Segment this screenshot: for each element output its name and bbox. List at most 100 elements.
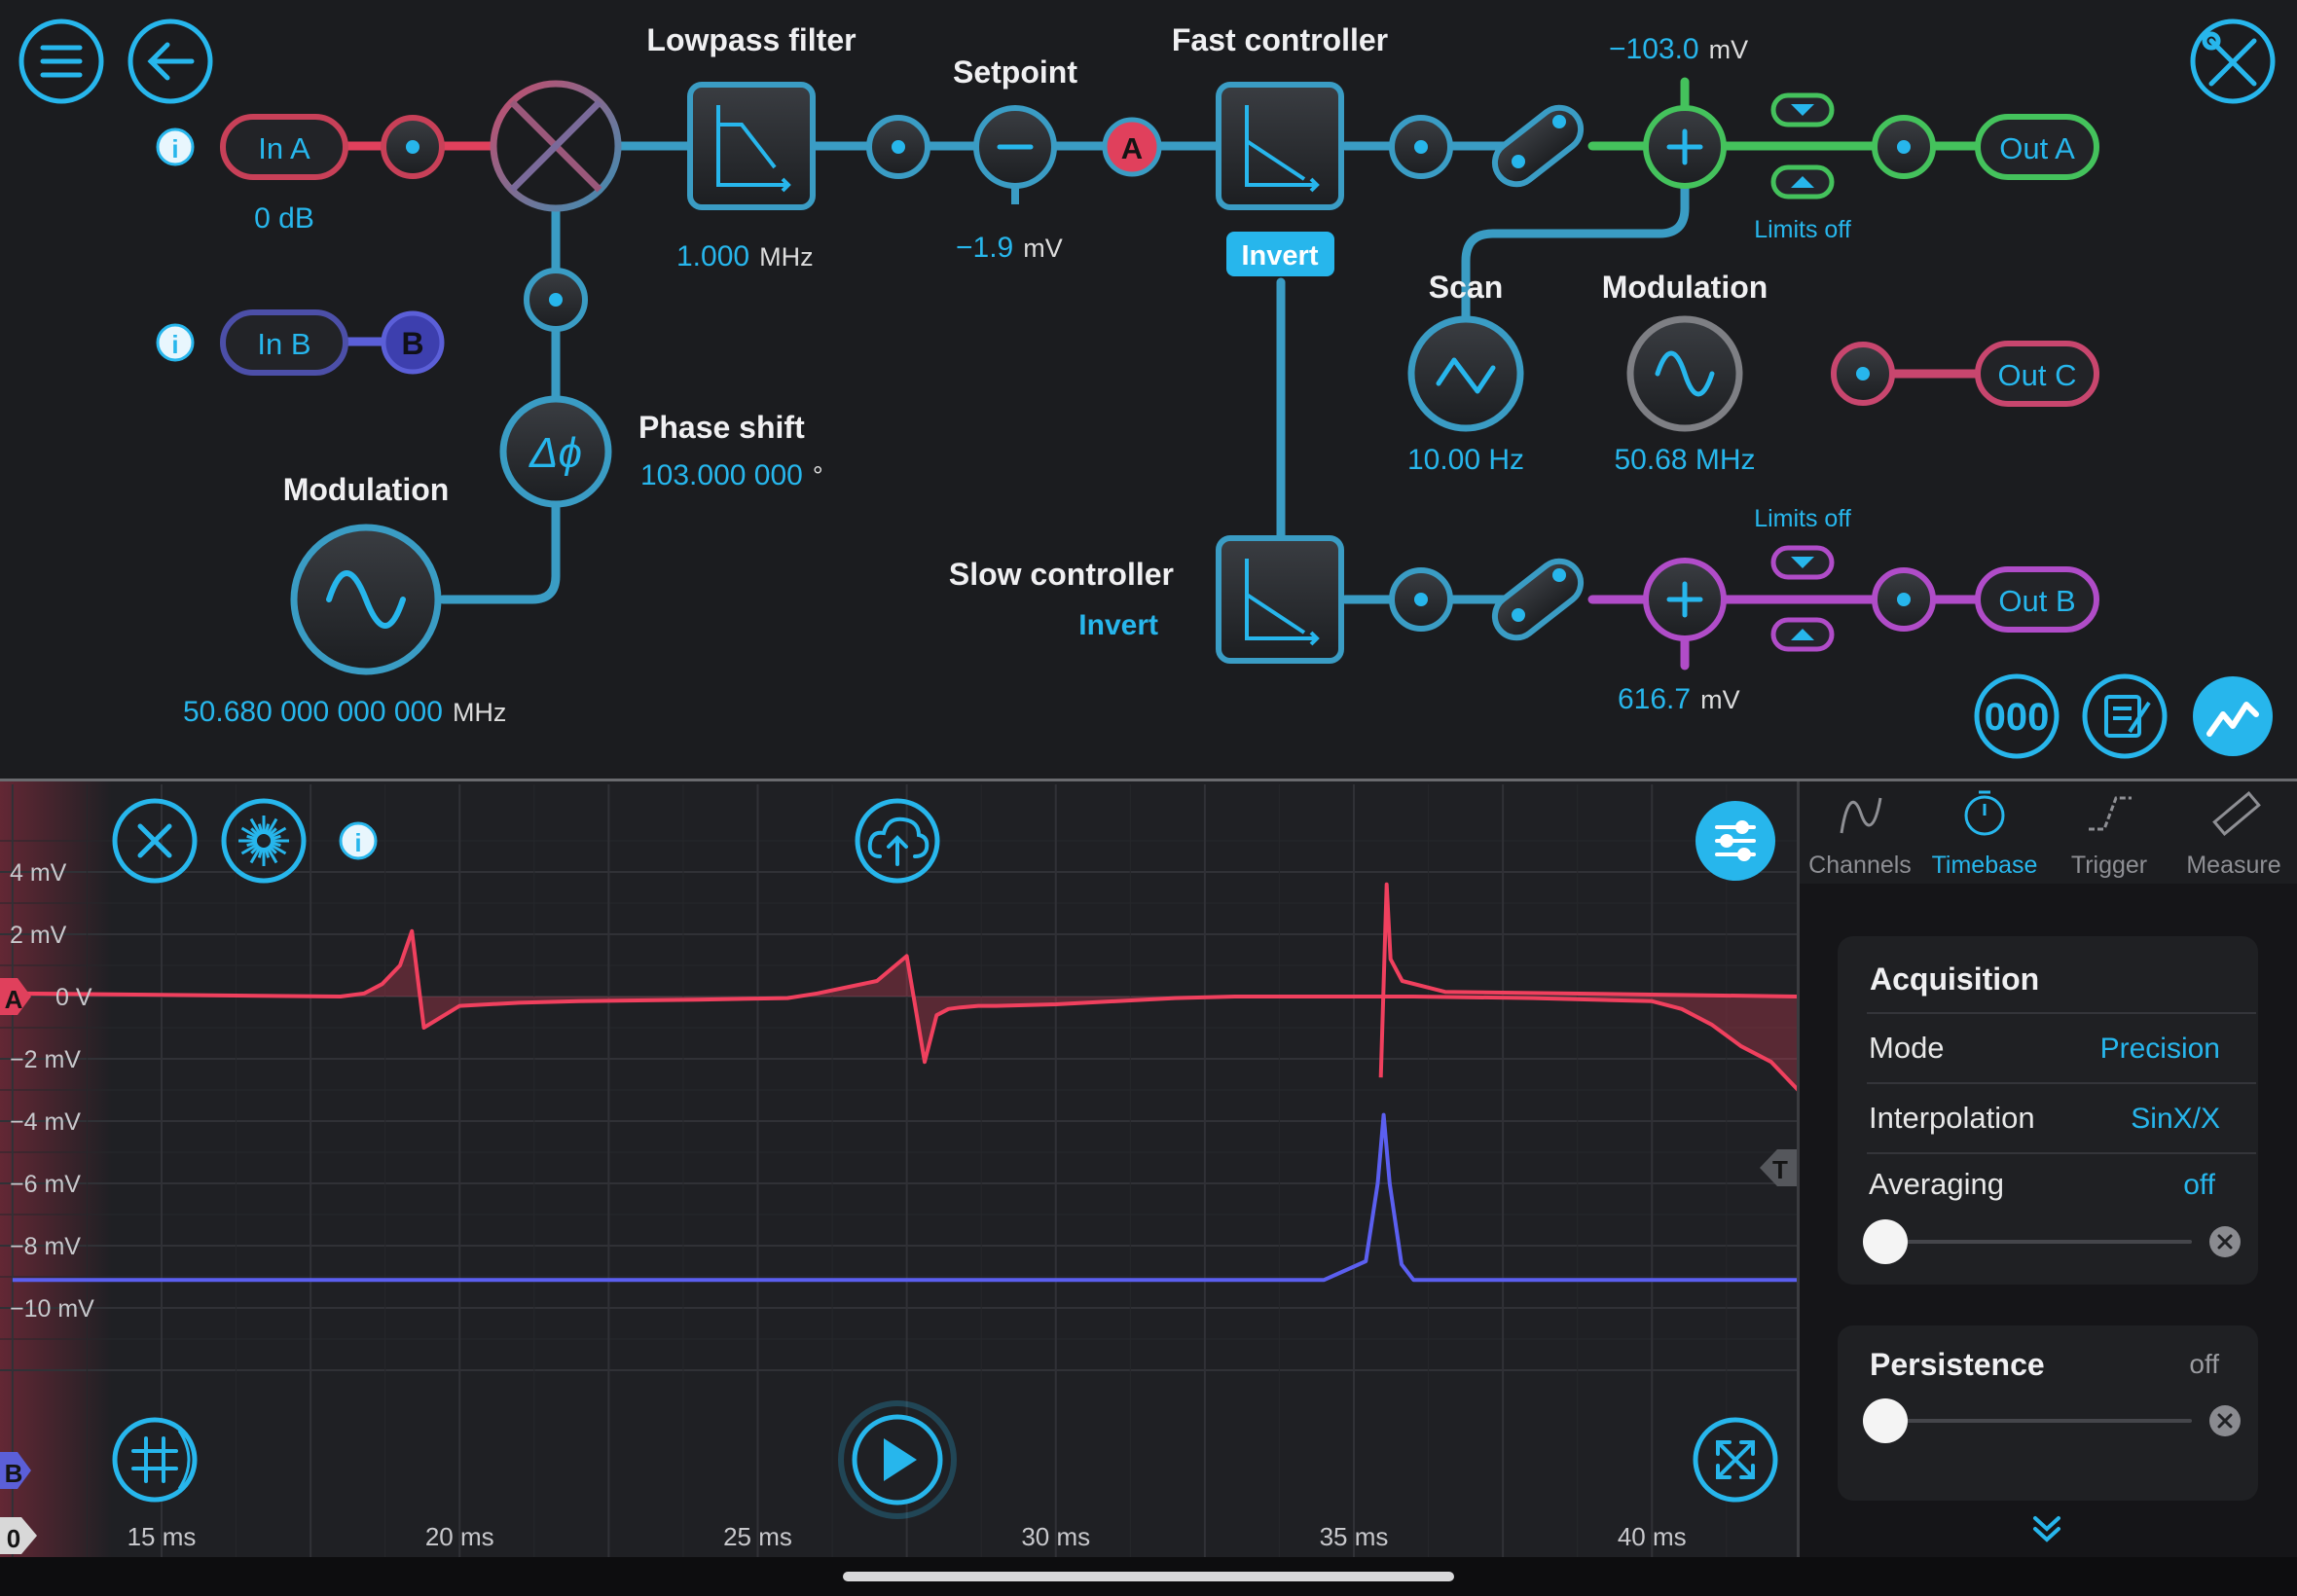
trigger-level-marker[interactable]: T bbox=[1760, 1149, 1797, 1186]
out-b-limits-label[interactable]: Limits off bbox=[1754, 505, 1851, 532]
expand-arrows-icon bbox=[1716, 1440, 1755, 1479]
modulation-c-value[interactable]: 50.68 MHz bbox=[1614, 444, 1755, 476]
channels-bank-button[interactable]: 000 bbox=[1974, 673, 2060, 759]
back-button[interactable] bbox=[128, 18, 213, 104]
svg-text:0: 0 bbox=[7, 1524, 20, 1553]
info-in-b-button[interactable]: i bbox=[156, 323, 195, 362]
out-b-node[interactable] bbox=[1872, 567, 1936, 632]
fast-invert-button[interactable]: Invert bbox=[1226, 232, 1334, 276]
svg-text:Timebase: Timebase bbox=[1932, 852, 2038, 879]
y-axis-ticks: 4 mV2 mV0 V−2 mV−4 mV−6 mV−8 mV−10 mV bbox=[10, 859, 94, 1323]
tools-button[interactable] bbox=[2190, 18, 2276, 104]
out-a-limits-label[interactable]: Limits off bbox=[1754, 216, 1851, 243]
channel-a-area bbox=[12, 930, 1797, 1089]
out-b-sum-block[interactable] bbox=[1643, 558, 1727, 641]
slow-switch[interactable] bbox=[1486, 553, 1589, 646]
fast-switch[interactable] bbox=[1486, 99, 1589, 193]
channel-a-trace bbox=[12, 928, 1797, 1092]
scope-settings-button[interactable] bbox=[1695, 801, 1775, 881]
svg-text:Out B: Out B bbox=[1998, 584, 2075, 618]
play-icon bbox=[884, 1438, 917, 1481]
home-indicator[interactable] bbox=[843, 1572, 1454, 1581]
in-a-node[interactable] bbox=[381, 115, 445, 179]
mixer-node[interactable] bbox=[524, 268, 588, 332]
slow-invert-toggle[interactable]: Invert bbox=[1078, 609, 1158, 641]
double-chevron-down-icon bbox=[2033, 1516, 2060, 1542]
clear-scope-button[interactable] bbox=[112, 798, 198, 884]
cursor-grid-button[interactable] bbox=[112, 1417, 198, 1503]
persistence-value[interactable]: off bbox=[2189, 1349, 2219, 1379]
scan-value[interactable]: 10.00 Hz bbox=[1407, 444, 1524, 476]
in-b-port[interactable]: In B bbox=[220, 309, 348, 376]
info-icon: i bbox=[354, 828, 361, 857]
out-a-node[interactable] bbox=[1872, 115, 1936, 179]
zero-marker[interactable]: 0 bbox=[0, 1517, 37, 1554]
out-c-node[interactable] bbox=[1831, 342, 1895, 406]
more-settings-button[interactable] bbox=[2033, 1516, 2060, 1542]
phase-shift-block[interactable]: Δϕ bbox=[499, 395, 612, 508]
scope-info-button[interactable]: i bbox=[339, 821, 378, 860]
modulation-a-title: Modulation bbox=[283, 472, 450, 507]
persistence-slider[interactable] bbox=[1863, 1398, 2192, 1443]
modulation-c-block[interactable] bbox=[1626, 315, 1743, 432]
svg-text:Out C: Out C bbox=[1998, 358, 2077, 392]
tab-measure[interactable]: Measure bbox=[2186, 790, 2281, 879]
averaging-slider[interactable] bbox=[1863, 1219, 2192, 1264]
svg-text:B: B bbox=[401, 326, 423, 361]
out-a-port[interactable]: Out A bbox=[1975, 114, 2099, 180]
out-b-limit-upper[interactable] bbox=[1770, 545, 1835, 580]
lowpass-filter-block[interactable] bbox=[687, 82, 816, 210]
out-c-port[interactable]: Out C bbox=[1975, 341, 2099, 407]
averaging-reset-button[interactable] bbox=[2209, 1226, 2241, 1257]
hamburger-menu-icon bbox=[40, 45, 83, 78]
channel-a-marker[interactable]: A bbox=[0, 978, 31, 1015]
tab-trigger[interactable]: Trigger bbox=[2071, 796, 2147, 879]
fast-controller-block[interactable] bbox=[1216, 82, 1344, 210]
channel-b-marker[interactable]: B bbox=[0, 1452, 31, 1489]
averaging-value[interactable]: off bbox=[2183, 1169, 2215, 1201]
interpolation-value[interactable]: SinX/X bbox=[2131, 1103, 2220, 1135]
tab-timebase[interactable]: Timebase bbox=[1932, 790, 2038, 879]
y-tick-label: −2 mV bbox=[10, 1046, 81, 1073]
persistence-reset-button[interactable] bbox=[2209, 1405, 2241, 1436]
fullscreen-button[interactable] bbox=[1693, 1417, 1778, 1503]
out-a-limit-upper[interactable] bbox=[1770, 92, 1835, 127]
y-tick-label: −4 mV bbox=[10, 1108, 81, 1136]
notes-button[interactable] bbox=[2082, 673, 2168, 759]
play-button[interactable] bbox=[838, 1400, 957, 1519]
mode-value[interactable]: Precision bbox=[2100, 1033, 2220, 1065]
in-a-gain[interactable]: 0 dB bbox=[254, 202, 314, 235]
y-tick-label: 0 V bbox=[55, 984, 92, 1011]
svg-text:T: T bbox=[1772, 1155, 1788, 1184]
out-a-limit-lower[interactable] bbox=[1770, 164, 1835, 200]
svg-text:Out A: Out A bbox=[1999, 131, 2075, 165]
lowpass-node[interactable] bbox=[866, 115, 930, 179]
in-a-port[interactable]: In A bbox=[220, 114, 348, 180]
info-in-a-button[interactable]: i bbox=[156, 127, 195, 166]
out-b-limit-lower[interactable] bbox=[1770, 617, 1835, 652]
slow-out-node[interactable] bbox=[1389, 567, 1453, 632]
modulation-a-block[interactable] bbox=[290, 524, 442, 675]
fast-out-node[interactable] bbox=[1389, 115, 1453, 179]
slow-controller-block[interactable] bbox=[1216, 535, 1344, 664]
in-b-label: In B bbox=[257, 327, 310, 361]
mode-label: Mode bbox=[1869, 1031, 1945, 1065]
cloud-upload-button[interactable] bbox=[855, 798, 940, 884]
scope-button[interactable] bbox=[2193, 676, 2273, 756]
menu-button[interactable] bbox=[18, 18, 104, 104]
laser-button[interactable] bbox=[221, 798, 307, 884]
mixer-block[interactable] bbox=[490, 80, 622, 212]
setpoint-block[interactable] bbox=[973, 105, 1057, 204]
phase-shift-value[interactable]: 103.000 000° bbox=[640, 459, 823, 491]
scan-block[interactable] bbox=[1407, 315, 1524, 432]
out-a-sum-block[interactable] bbox=[1643, 105, 1727, 189]
sliders-icon bbox=[1715, 820, 1756, 861]
out-b-port[interactable]: Out B bbox=[1975, 566, 2099, 633]
wrench-screwdriver-icon bbox=[2202, 31, 2257, 87]
tab-channels[interactable]: Channels bbox=[1808, 797, 1912, 879]
